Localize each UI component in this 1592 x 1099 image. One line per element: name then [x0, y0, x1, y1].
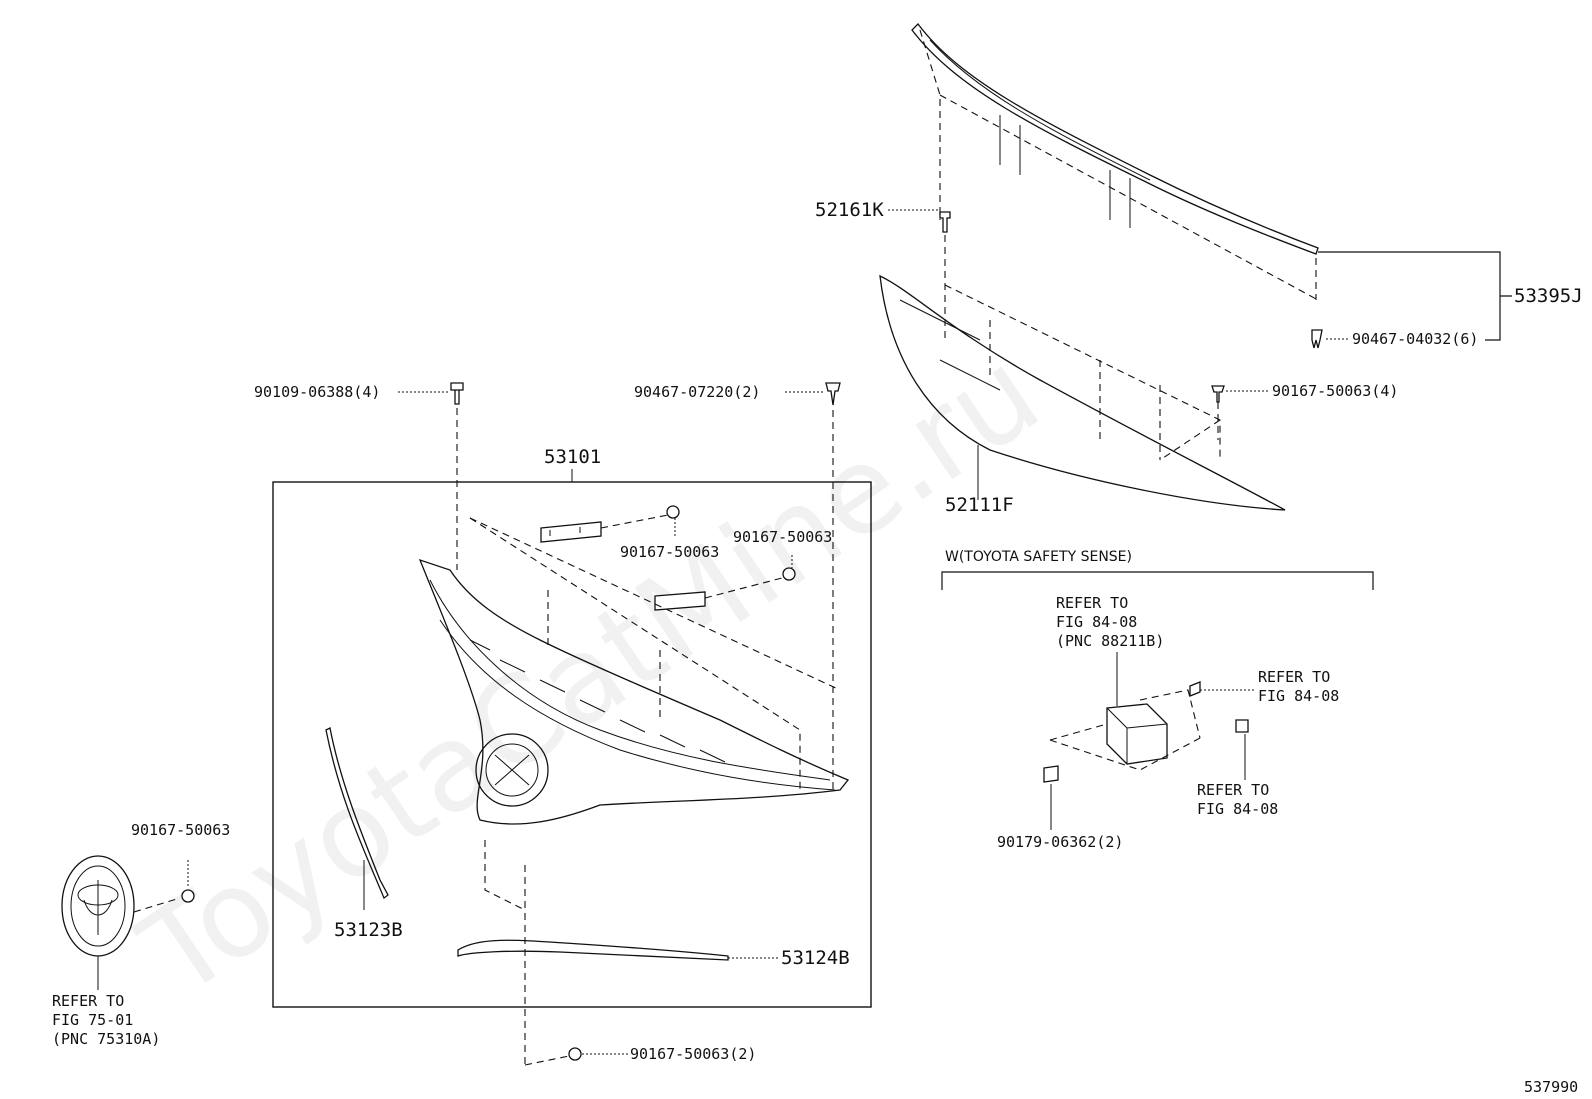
clip-90167-50063-4	[1211, 385, 1225, 403]
ref-bolt-b-line1: REFER TO	[1197, 781, 1269, 799]
ref-emblem-line2: FIG 75-01	[52, 1011, 133, 1029]
label-90179-06362: 90179-06362(2)	[997, 833, 1123, 851]
side-molding-53123B	[325, 727, 389, 900]
radiator-grille-53101	[418, 558, 850, 825]
bracket-53395J	[1318, 251, 1512, 341]
safety-sense-bracket	[941, 571, 1374, 590]
safety-sense-title: W(TOYOTA SAFETY SENSE)	[945, 549, 1132, 565]
label-90467-04032: 90467-04032(6)	[1352, 330, 1478, 348]
watermark: ToyotaCatMine.ru	[118, 324, 1064, 1025]
ref-bolt-b-line2: FIG 84-08	[1197, 800, 1278, 818]
label-53101: 53101	[544, 446, 601, 468]
radar-sensor	[1106, 703, 1168, 765]
clip-90467-07220	[825, 382, 841, 406]
screw-90167-50063-2	[568, 1047, 582, 1061]
ref-radar-line2: FIG 84-08	[1056, 613, 1137, 631]
bolt-refer-a	[1189, 681, 1201, 697]
leader-53395J-down	[919, 29, 1319, 301]
screw-90167-50063-c	[181, 889, 195, 903]
label-90467-07220: 90467-07220(2)	[634, 383, 760, 401]
label-90167-50063-4: 90167-50063(4)	[1272, 382, 1398, 400]
bolt-refer-b	[1235, 719, 1249, 733]
label-90167-50063-b: 90167-50063	[733, 528, 832, 546]
bolt-90109-06388	[450, 382, 464, 405]
bracket-upper	[540, 521, 602, 543]
clip-90467-04032	[1311, 329, 1323, 349]
label-90109-06388: 90109-06388(4)	[254, 383, 380, 401]
lower-molding-52111F	[879, 274, 1286, 511]
ref-bolt-a-line2: FIG 84-08	[1258, 687, 1339, 705]
ref-radar-line3: (PNC 88211B)	[1056, 632, 1164, 650]
label-53395J: 53395J	[1514, 285, 1583, 307]
ref-bolt-a-line1: REFER TO	[1258, 668, 1330, 686]
label-90167-50063-a: 90167-50063	[620, 543, 719, 561]
label-52161K: 52161K	[815, 199, 884, 221]
clip-52161K	[939, 211, 951, 233]
ref-radar-line1: REFER TO	[1056, 594, 1128, 612]
screw-90167-50063-a	[666, 505, 680, 519]
screw-90167-50063-b	[782, 567, 796, 581]
label-52111F: 52111F	[945, 494, 1014, 516]
label-53124B: 53124B	[781, 947, 850, 969]
ref-emblem-line3: (PNC 75310A)	[52, 1030, 160, 1048]
upper-molding-53395J	[911, 23, 1319, 255]
label-90167-50063-c: 90167-50063	[131, 821, 230, 839]
label-53123B: 53123B	[334, 919, 403, 941]
label-90167-50063-2: 90167-50063(2)	[630, 1045, 756, 1063]
diagram-id: 537990	[1524, 1078, 1578, 1096]
assembly-box-53101	[272, 481, 872, 1008]
ref-emblem-line1: REFER TO	[52, 992, 124, 1010]
toyota-emblem	[61, 855, 135, 957]
lower-molding-53124B	[457, 939, 729, 961]
nut-90179-06362	[1043, 765, 1059, 783]
bracket-lower	[654, 591, 706, 611]
